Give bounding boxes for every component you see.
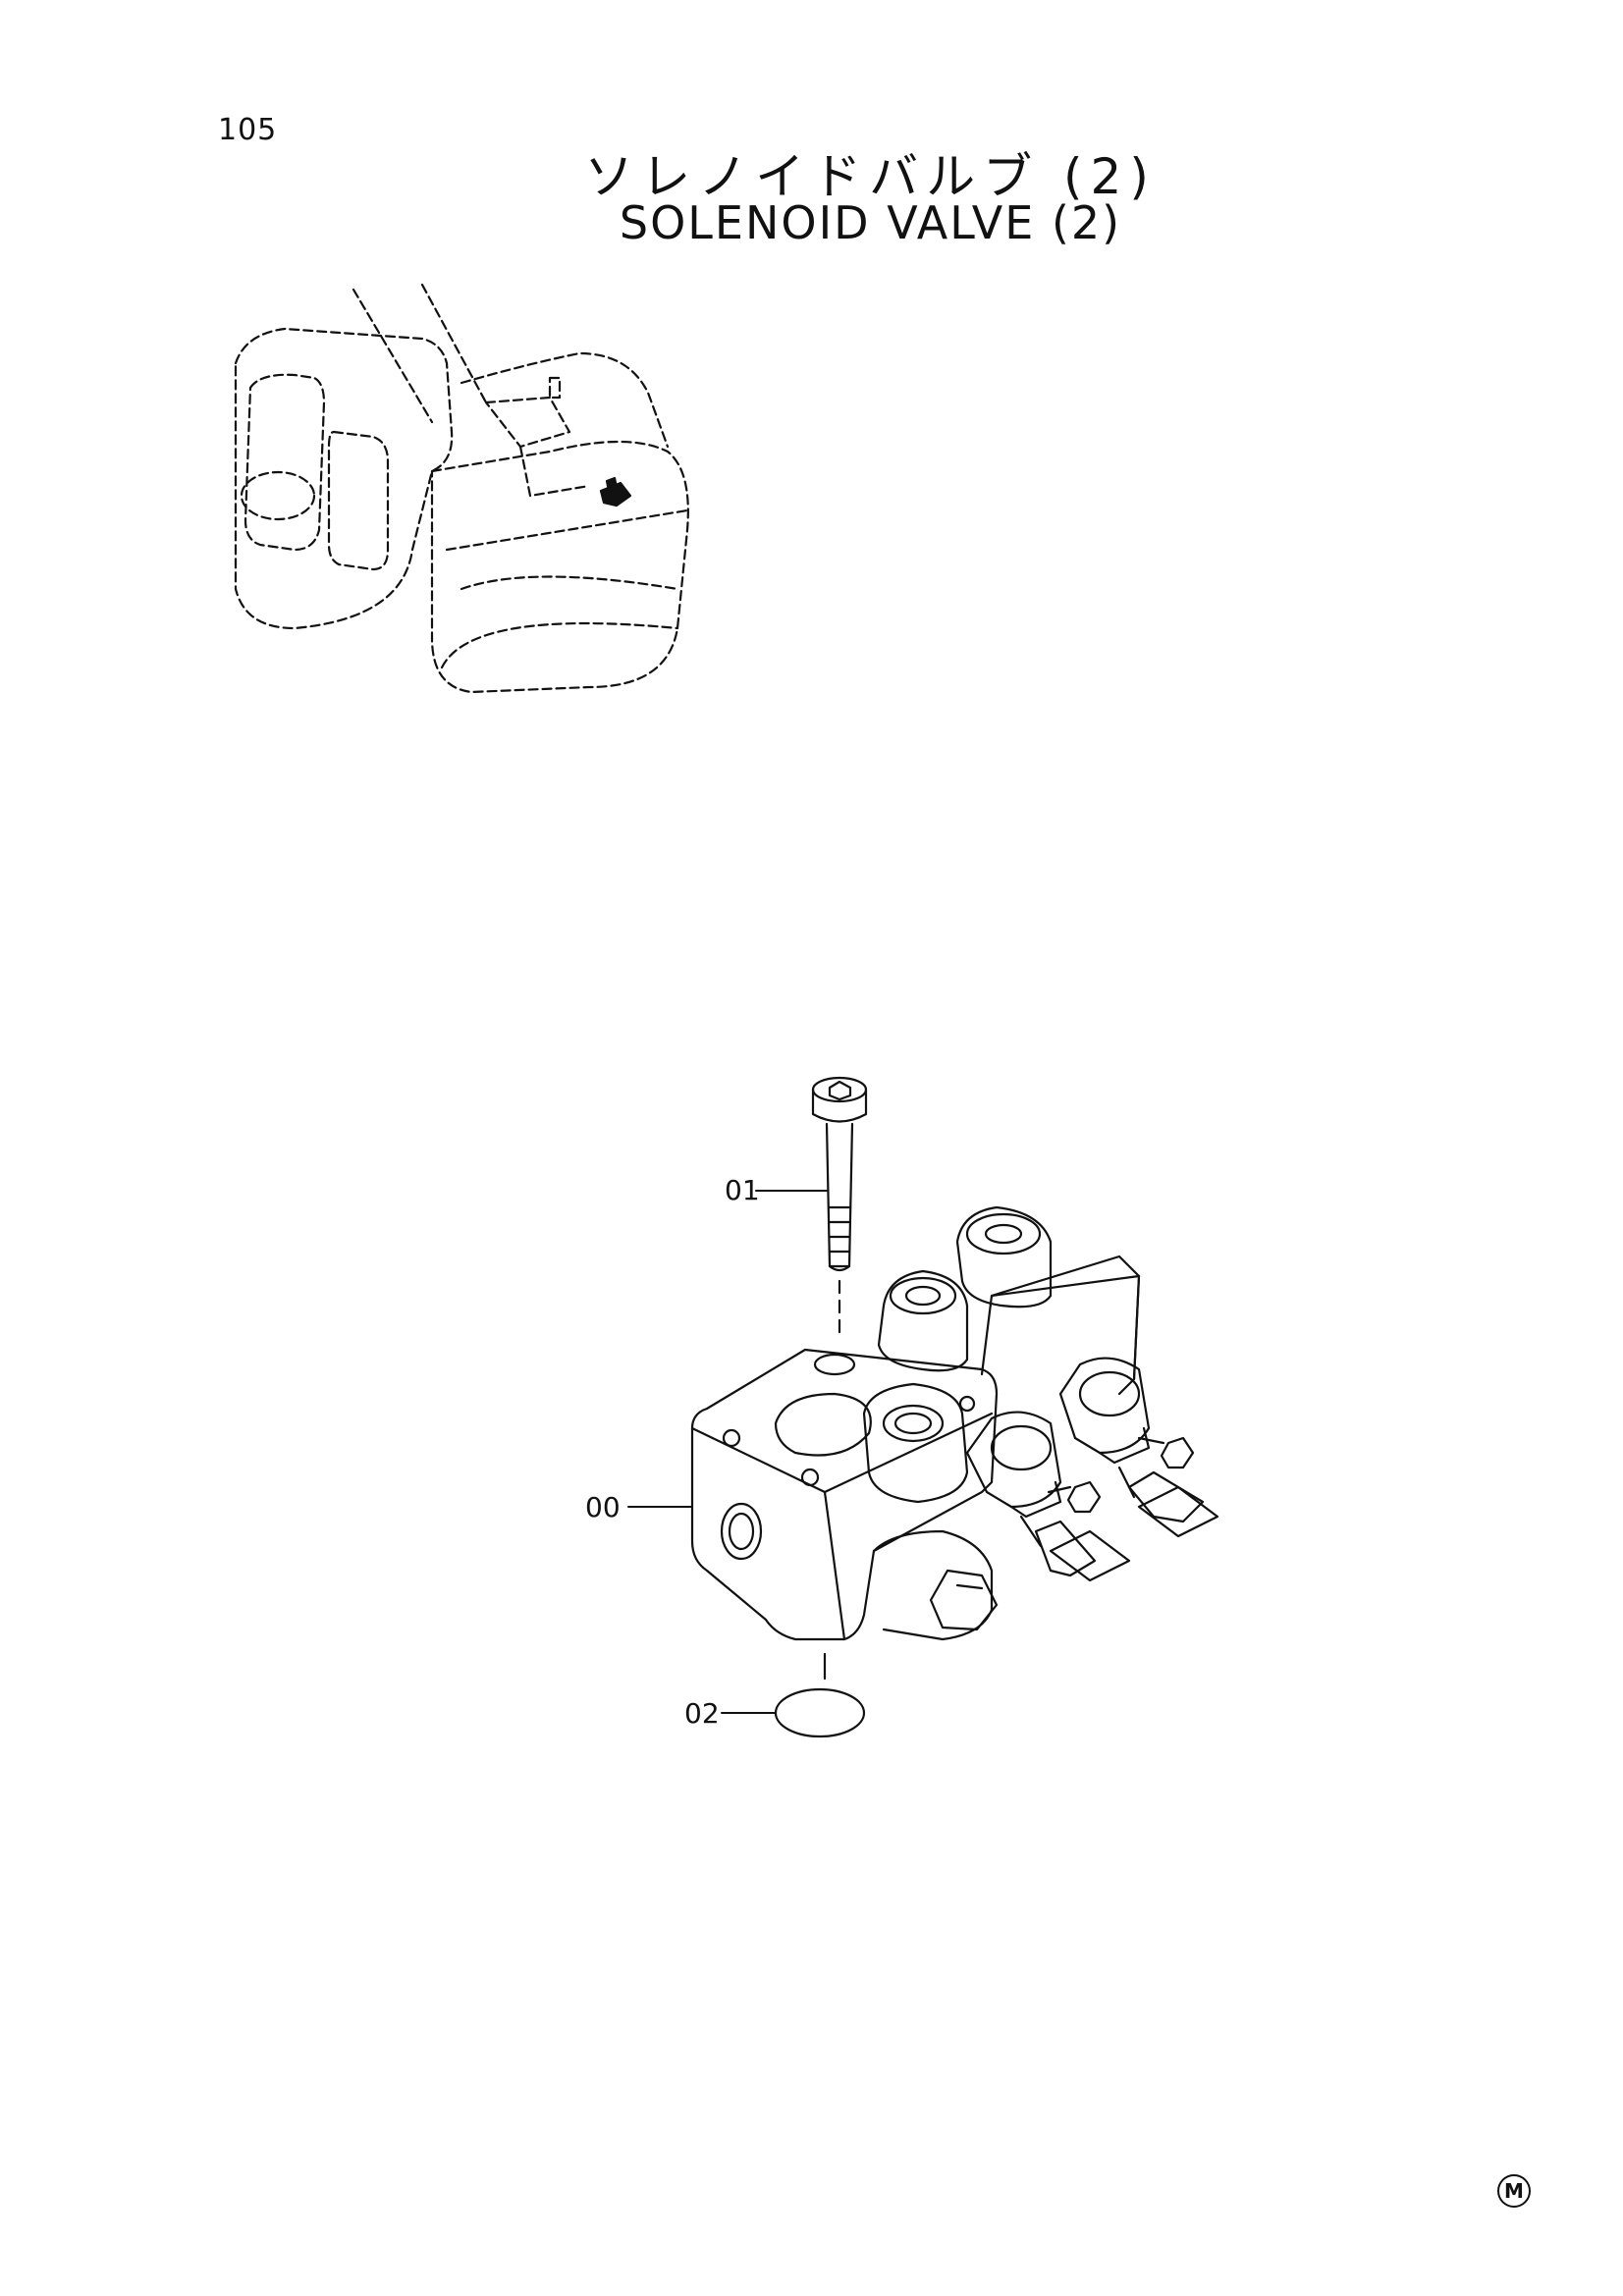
callout-labels: 01 00 02 — [585, 1174, 760, 1730]
manufacturer-mark: M — [1497, 2174, 1531, 2208]
callout-02: 02 — [684, 1697, 720, 1730]
o-ring-02 — [774, 1652, 866, 1738]
callout-01: 01 — [725, 1174, 760, 1206]
page-number: 105 — [218, 113, 278, 147]
callout-00: 00 — [585, 1491, 621, 1523]
excavator-overview-icon — [234, 283, 689, 694]
valve-location-marker — [599, 476, 632, 507]
title-english: SOLENOID VALVE (2) — [619, 196, 1122, 249]
title-japanese: ソレノイドバルブ (2) — [584, 148, 1157, 205]
solenoid-valve-icon — [690, 1205, 1219, 1641]
leader-lines — [627, 1190, 828, 1714]
bolt-01 — [811, 1076, 868, 1337]
